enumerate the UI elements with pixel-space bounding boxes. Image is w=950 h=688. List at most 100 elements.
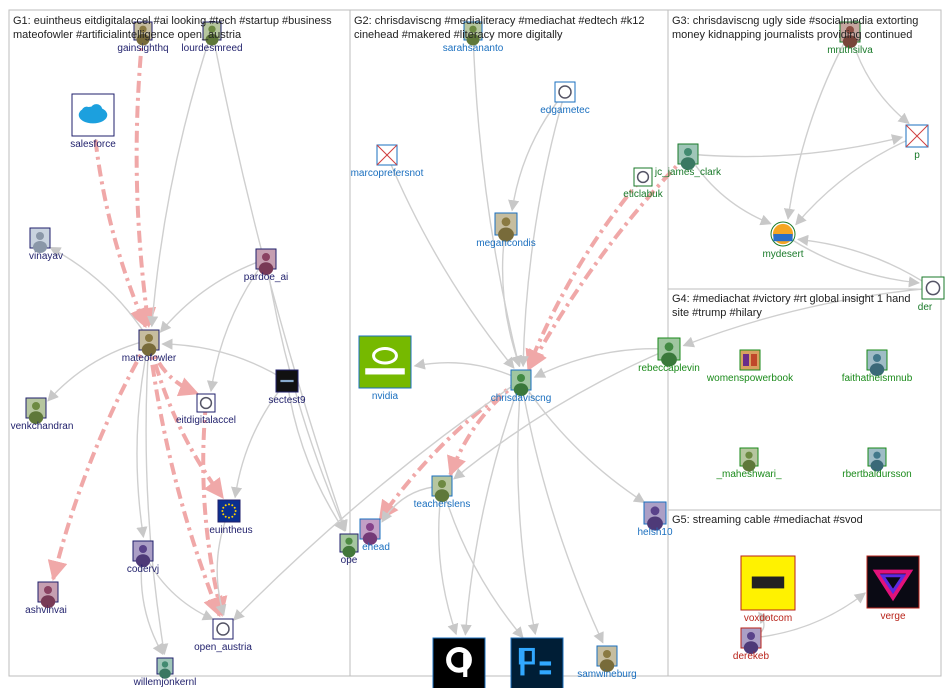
avatar-icon bbox=[657, 337, 681, 367]
node-label-eitdigitalaccel: eitdigitalaccel bbox=[176, 415, 236, 426]
node-megancondis[interactable]: megancondis bbox=[476, 212, 536, 249]
group-title-g5: G5: streaming cable #mediachat #svod bbox=[672, 514, 863, 526]
node-jc_james_clark[interactable]: jc_james_clark bbox=[654, 143, 722, 178]
node-rbertbaldursson[interactable]: rbertbaldursson bbox=[842, 447, 912, 480]
logo-icon bbox=[633, 167, 653, 187]
node-label-sarahsananto: sarahsananto bbox=[443, 43, 504, 54]
book-icon bbox=[739, 349, 761, 371]
node-label-venkchandran: venkchandran bbox=[11, 421, 74, 432]
node-mruthsilva[interactable]: mruthsilva bbox=[827, 21, 873, 56]
node-ashvinvai[interactable]: ashvinvai bbox=[25, 581, 67, 616]
edge-teacherslens-to-gettyimages bbox=[438, 485, 459, 636]
node-label-pardoe_ai: pardoe_ai bbox=[244, 272, 288, 283]
node-lourdesmreed[interactable]: lourdesmreed bbox=[181, 21, 243, 54]
node-sectest9[interactable]: sectest9 bbox=[268, 369, 306, 406]
node-pardoe_ai[interactable]: pardoe_ai bbox=[244, 248, 288, 283]
edge-mateofowler-to-open_austria bbox=[147, 339, 223, 618]
edge-mateofowler-to-venkchandran bbox=[47, 339, 150, 402]
avatar-icon bbox=[359, 518, 381, 545]
group-title-g3-line1: G3: chrisdaviscng ugly side #socialmedia… bbox=[672, 15, 918, 27]
edge-edgametec-to-chrisdaviscng bbox=[517, 91, 566, 368]
node-mydesert[interactable]: mydesert bbox=[762, 221, 804, 260]
edge-edgametec-to-megancondis bbox=[508, 91, 566, 212]
node-nvidia[interactable]: nvidia bbox=[358, 335, 412, 402]
group-titles: G1: euintheus eitdigitalaccel #ai lookin… bbox=[13, 15, 918, 526]
avatar-icon bbox=[255, 248, 277, 275]
node-gainsighthq[interactable]: gainsighthq bbox=[117, 21, 169, 54]
edge-derekeb-to-verge bbox=[750, 592, 866, 639]
edge-chrisdaviscng-to-samwineburg bbox=[520, 379, 604, 644]
edge-der-to-rebeccaplevin bbox=[682, 287, 934, 348]
node-label-edgametec: edgametec bbox=[540, 105, 589, 116]
node-samwineburg[interactable]: samwineburg bbox=[577, 645, 637, 680]
avatar-icon bbox=[133, 21, 153, 46]
group-title-g2-line2: cinehead #makered #literacy more digital… bbox=[354, 29, 563, 41]
verge-logo-icon bbox=[866, 555, 920, 609]
edge-eitdigitalaccel-to-open_austria bbox=[201, 402, 228, 617]
edge-pardoe_ai-to-mateofowler bbox=[159, 258, 267, 333]
node-sarahsananto[interactable]: sarahsananto bbox=[443, 21, 504, 54]
node-teacherslens[interactable]: teacherslens bbox=[414, 475, 471, 510]
node-label-vinayav: vinayav bbox=[29, 251, 63, 262]
avatar-icon bbox=[37, 581, 59, 608]
logo-icon bbox=[212, 618, 234, 640]
node-label-helsh10: helsh10 bbox=[637, 527, 672, 538]
logo-icon bbox=[554, 81, 576, 103]
node-cinehead[interactable]: ehead bbox=[359, 518, 390, 553]
avatar-icon bbox=[202, 21, 222, 46]
node-label-verge: verge bbox=[880, 611, 905, 622]
node-salesforce[interactable]: salesforce bbox=[70, 93, 116, 150]
node-codervj[interactable]: codervj bbox=[127, 540, 159, 575]
edge-rebeccaplevin-to-chrisdaviscng bbox=[533, 347, 670, 378]
node-rebeccaplevin[interactable]: rebeccaplevin bbox=[638, 337, 700, 374]
node-verge[interactable]: verge bbox=[866, 555, 920, 622]
eu-flag-icon bbox=[217, 499, 241, 523]
node-label-_maheshwari_: _maheshwari_ bbox=[715, 469, 781, 480]
edge-chrisdaviscng-to-gettyimages bbox=[460, 379, 522, 636]
avatar-icon bbox=[739, 447, 759, 472]
node-mateofowler[interactable]: mateofowler bbox=[122, 329, 177, 364]
group-box-g5 bbox=[667, 509, 942, 677]
node-label-chrisdaviscng: chrisdaviscng bbox=[491, 393, 552, 404]
node-eitdigitalaccel[interactable]: eitdigitalaccel bbox=[176, 393, 236, 426]
node-derekeb[interactable]: derekeb bbox=[733, 627, 770, 662]
node-marcoprefersnot[interactable]: marcoprefersnot bbox=[351, 144, 424, 179]
node-photoshop[interactable]: photoshop bbox=[510, 637, 564, 688]
node-euintheus[interactable]: euintheus bbox=[209, 499, 253, 536]
edge-gainsighthq-to-mateofowler bbox=[134, 30, 157, 328]
edge-lourdesmreed-to-ope bbox=[211, 30, 348, 532]
node-_maheshwari_[interactable]: _maheshwari_ bbox=[715, 447, 782, 480]
node-edgametec[interactable]: edgametec bbox=[540, 81, 590, 116]
mydesert-logo-icon bbox=[770, 221, 796, 247]
node-open_austria[interactable]: open_austria bbox=[194, 618, 252, 653]
edge-mateofowler-to-euintheus bbox=[147, 339, 225, 500]
edge-der-to-mydesert bbox=[796, 234, 934, 289]
nodes-layer: gainsighthq lourdesmreed salesforce vinayav… bbox=[11, 21, 945, 688]
group-title-g4-line2: site #trump #hilary bbox=[672, 307, 762, 319]
edge-salesforce-to-mateofowler bbox=[91, 114, 148, 329]
node-label-ashvinvai: ashvinvai bbox=[25, 605, 67, 616]
node-venkchandran[interactable]: venkchandran bbox=[11, 397, 74, 432]
node-willemjonkernl[interactable]: willemjonkernl bbox=[133, 657, 197, 688]
node-chrisdaviscng[interactable]: chrisdaviscng bbox=[491, 369, 552, 404]
edge-chrisdaviscng-to-open_austria bbox=[232, 379, 522, 621]
node-label-derekeb: derekeb bbox=[733, 651, 770, 662]
avatar-icon bbox=[839, 21, 861, 48]
node-gettyimages[interactable]: gettyimages bbox=[432, 637, 486, 688]
edge-mruthsilva-to-mydesert bbox=[783, 31, 851, 220]
edge-marcoprefersnot-to-chrisdaviscng bbox=[386, 154, 515, 369]
node-faithatheismnub[interactable]: faithatheismnub bbox=[842, 349, 913, 384]
edge-mateofowler-to-vinayav bbox=[49, 246, 150, 341]
node-eticlabuk[interactable]: eticlabuk bbox=[623, 167, 664, 200]
node-vinayav[interactable]: vinayav bbox=[29, 227, 63, 262]
vox-logo-icon bbox=[740, 555, 796, 611]
node-ope[interactable]: ope bbox=[339, 533, 359, 566]
node-label-sectest9: sectest9 bbox=[268, 395, 306, 406]
node-womenspowerbook[interactable]: womenspowerbook bbox=[706, 349, 794, 384]
node-p[interactable]: p bbox=[905, 124, 929, 161]
node-label-marcoprefersnot: marcoprefersnot bbox=[351, 168, 424, 179]
node-helsh10[interactable]: helsh10 bbox=[637, 501, 673, 538]
node-voxdotcom[interactable]: voxdotcom bbox=[740, 555, 796, 624]
node-der[interactable]: der bbox=[918, 276, 945, 313]
